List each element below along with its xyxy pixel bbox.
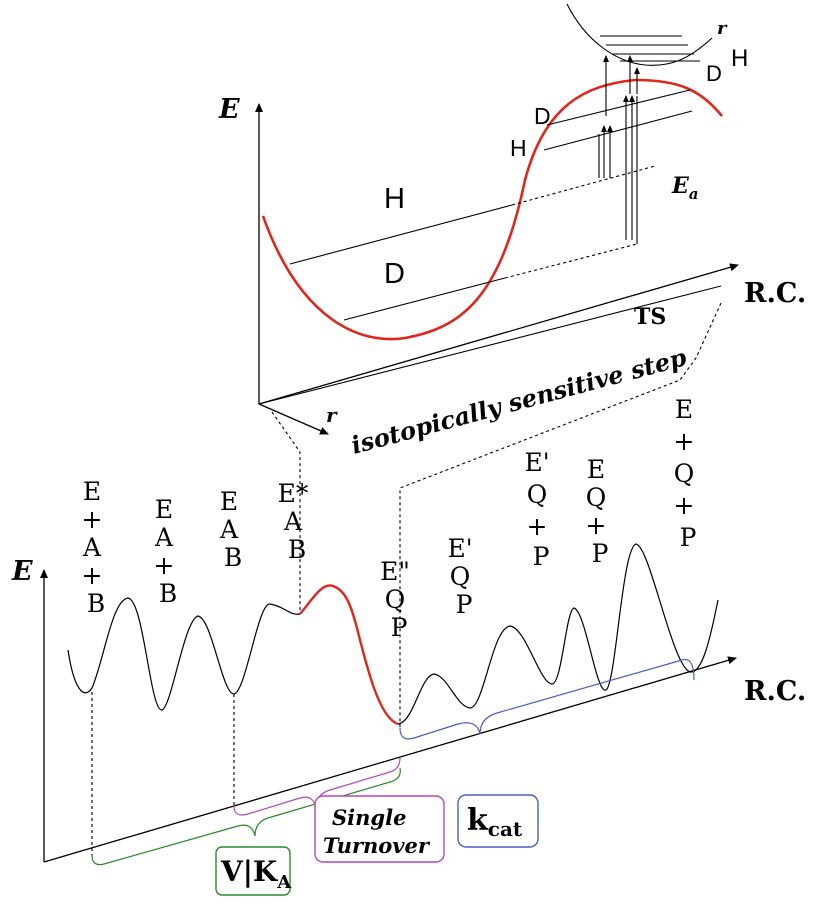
reaction-profile-left <box>67 597 301 711</box>
state-label-4: E* A B <box>278 479 317 564</box>
ts-label: TS <box>634 304 666 330</box>
state-label-6: E' Q P <box>447 534 480 619</box>
upper-energy-label: E <box>218 94 240 125</box>
kcat-brace <box>399 658 695 740</box>
projection-lines <box>271 302 722 728</box>
upper-rc-label: R.C. <box>744 278 806 309</box>
reaction-profile-right <box>397 543 719 725</box>
upper-energy-diagram: E R.C. r H D D H TS Ea r <box>218 3 806 460</box>
upper-r-axis <box>258 403 329 435</box>
state-label-2: E A + B <box>154 495 183 608</box>
state-label-1: E + A + B <box>82 477 111 618</box>
inset-r-label: r <box>717 18 728 39</box>
ts-level-h-line <box>543 110 693 151</box>
lower-energy-diagram: E R.C. E + A + B E A + B E A B E* A <box>11 395 806 896</box>
lower-rc-axis <box>43 656 737 863</box>
single-turnover-box <box>314 795 445 863</box>
upper-rc-axis <box>258 263 739 405</box>
state-label-7: E' Q + P <box>524 448 557 571</box>
state-label-5: E" Q P <box>380 557 418 642</box>
upper-r-label: r <box>326 403 338 427</box>
lower-energy-label: E <box>11 556 33 587</box>
inset-d-label: D <box>706 61 722 86</box>
inset-h-label: H <box>731 45 748 72</box>
level-d-line <box>343 277 506 321</box>
kcat-box <box>457 794 539 848</box>
upper-potential-curve <box>261 78 723 341</box>
activation-energy-label: Ea <box>671 173 699 203</box>
ts-level-d-label: D <box>534 103 551 129</box>
kcat-label: kcat <box>467 803 523 841</box>
reaction-profile-sensitive-step <box>299 584 399 726</box>
v-over-k-label: V|KA <box>220 855 292 893</box>
level-h-line <box>289 204 513 265</box>
state-label-3: E A B <box>219 487 246 572</box>
level-h-label: H <box>384 183 405 215</box>
state-label-8: E Q + P <box>586 455 615 568</box>
inset-parabola <box>566 3 713 66</box>
projection-left <box>271 411 301 612</box>
state-label-9: E + Q + P <box>674 395 703 552</box>
ts-level-d-line <box>546 89 691 126</box>
ts-level-h-label: H <box>510 135 527 161</box>
lower-rc-label: R.C. <box>744 676 806 707</box>
level-d-label: D <box>384 258 405 290</box>
level-h-dotted <box>511 165 656 206</box>
level-d-dotted <box>504 243 638 279</box>
v-over-k-box <box>215 846 291 896</box>
single-turnover-line2: Turnover <box>323 833 431 858</box>
upper-baseline <box>258 285 722 405</box>
v-over-k-brace <box>91 767 401 866</box>
single-turnover-line1: Single <box>332 805 406 830</box>
